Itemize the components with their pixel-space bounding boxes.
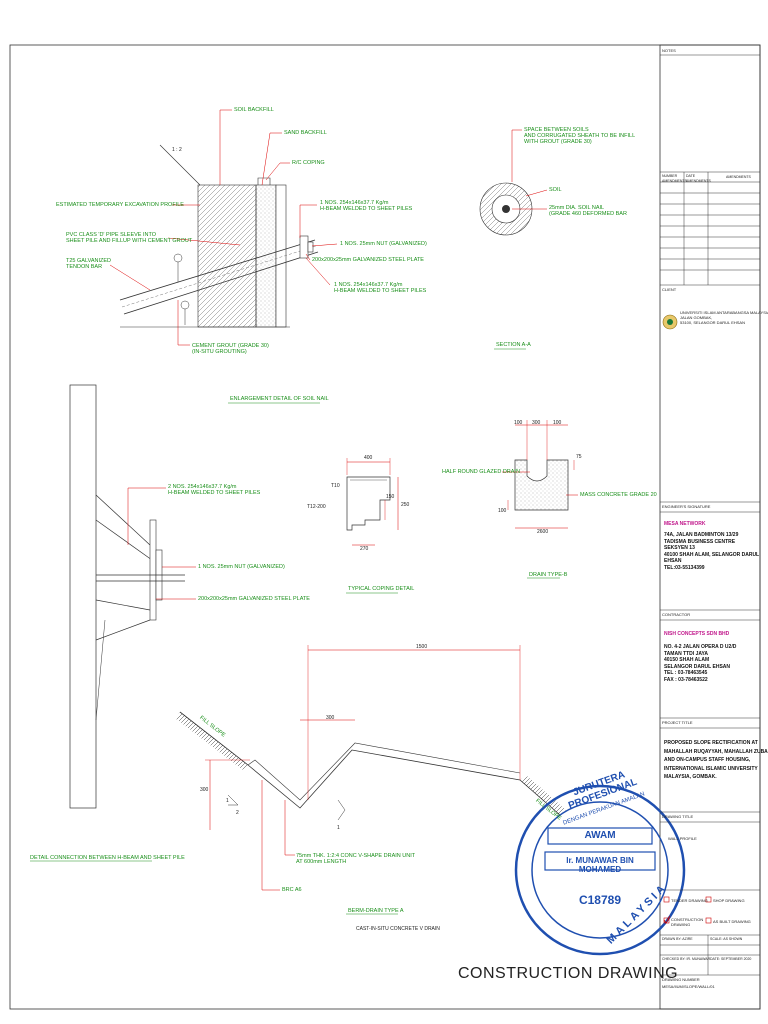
dim-drain-100b: 100: [553, 420, 562, 426]
title-enlargement: ENLARGEMENT DETAIL OF SOIL NAIL: [230, 396, 329, 402]
dim-drain-300: 300: [532, 420, 541, 426]
dim-berm-300b: 300: [200, 787, 209, 793]
section-a-a: [479, 129, 548, 350]
dim-coping-bottom: 270: [360, 546, 369, 552]
tb-check-asbuilt: AS BUILT DRAWING: [713, 919, 751, 924]
tb-rev-header-amend: AMENDMENTS: [726, 175, 751, 179]
tb-contractor-firm: NISH CONCEPTS SDN BHD: [664, 631, 730, 637]
label-soil-backfill: SOIL BACKFILL: [234, 107, 274, 113]
title-detail-connection: DETAIL CONNECTION BETWEEN H-BEAM AND SHE…: [30, 855, 185, 861]
label-rc-coping: R/C COPING: [292, 160, 325, 166]
dim-ratio-1a: 1: [226, 798, 229, 804]
tb-engineer-addr: 74A, JALAN BADMINTON 13/29 TADISMA BUSIN…: [664, 532, 760, 571]
tb-contractor-addr: NO. 4-2 JALAN OPERA D U2/D TAMAN TTDI JA…: [664, 644, 737, 683]
berm-drain: [175, 645, 566, 915]
title-berm-drain: BERM-DRAIN TYPE A: [348, 908, 404, 914]
tb-checked-by: CHECKED BY: IR. MUNAWAR: [662, 957, 711, 961]
title-drain-type-b: DRAIN TYPE-B: [529, 572, 568, 578]
dim-berm-1500: 1500: [416, 644, 428, 650]
soil-nail-enlargement: [109, 109, 338, 404]
label-space-between: SPACE BETWEEN SOILS AND CORRUGATED SHEAT…: [524, 127, 636, 145]
detail-connection: [30, 384, 196, 862]
tb-rev-header-date: DATE AMENDMENTS: [686, 174, 711, 183]
tb-check-tender: TENDER DRAWING: [671, 898, 708, 903]
dim-coping-top: 400: [364, 455, 373, 461]
label-sand-backfill: SAND BACKFILL: [284, 130, 327, 136]
dim-coping-side: 250: [401, 502, 410, 508]
tb-project-label: PROJECT TITLE: [662, 720, 693, 725]
tb-drawing-title-label: DRAWING TITLE: [662, 814, 694, 819]
tb-client-text: UNIVERSITI ISLAM ANTARABANGSA MALAYSIA J…: [680, 310, 768, 325]
label-nut-2: 1 NOS. 25mm NUT (GALVANIZED): [198, 564, 285, 570]
university-logo: [662, 314, 678, 330]
stamp-number: C18789: [578, 893, 622, 907]
label-grout: CEMENT GROUT (GRADE 30) (IN-SITU GROUTIN…: [192, 343, 269, 355]
tb-engineer-label: ENGINEER'S SIGNATURE: [662, 504, 711, 509]
label-brc: BRC A6: [282, 887, 302, 893]
construction-drawing-title: CONSTRUCTION DRAWING: [458, 965, 679, 982]
label-ibeam-1: 1 NOS. 254x146x37.7 Kg/m H-BEAM WELDED T…: [320, 200, 413, 212]
title-typical-coping: TYPICAL COPING DETAIL: [348, 586, 415, 592]
dim-berm-300a: 300: [326, 715, 335, 721]
tb-engineer-firm: MESA NETWORK: [664, 521, 706, 527]
tb-check-construction: CONSTRUCTION DRAWING: [671, 917, 704, 927]
tb-drawing-number-label: DRAWING NUMBER: [662, 977, 700, 982]
tb-client-label: CLIENT: [662, 287, 677, 292]
tb-rev-header-number: NUMBER AMENDMENTS: [662, 174, 687, 183]
dim-ratio-1b: 1: [337, 825, 340, 831]
dim-drain-100c: 100: [498, 508, 507, 514]
label-ibeam-3: 2 NOS. 254x146x37.7 Kg/m H-BEAM WELDED T…: [168, 484, 261, 496]
tb-notes-label: NOTES: [662, 48, 676, 53]
drain-type-b: [502, 420, 578, 579]
label-excavation: ESTIMATED TEMPORARY EXCAVATION PROFILE: [56, 202, 184, 208]
tb-date: DATE: SEPTEMBER 2020: [710, 957, 752, 961]
label-half-round: HALF ROUND GLAZED DRAIN: [442, 469, 520, 475]
tb-drawing-number: MESA/IIUM/SLOPE/WALL/01: [662, 984, 715, 989]
engineer-stamp: [514, 784, 686, 956]
dim-drain-100a: 100: [514, 420, 523, 426]
label-v-drain-unit: 75mm THK. 1:2:4 CONC V-SHAPE DRAIN UNIT …: [296, 853, 416, 865]
title-block-grid: [660, 54, 760, 976]
label-ibeam-2: 1 NOS. 254x146x37.7 Kg/m H-BEAM WELDED T…: [334, 282, 427, 294]
dim-ratio-2: 2: [236, 810, 239, 816]
stamp-discipline: AWAM: [584, 830, 616, 841]
tb-contractor-label: CONTRACTOR: [662, 612, 691, 617]
label-tendon: T25 GALVANIZED TENDON BAR: [66, 258, 112, 270]
tb-drawn-by: DRAWN BY: AZIRE: [662, 937, 693, 941]
tb-drawing-title: WALL PROFILE: [668, 836, 697, 841]
dim-drain-bottom: 2600: [537, 529, 549, 535]
label-soil: SOIL: [549, 187, 562, 193]
dim-drain-75: 75: [576, 454, 582, 460]
tb-scale: SCALE: AS SHOWN: [710, 937, 743, 941]
dim-coping-left-b: T12-200: [307, 504, 326, 510]
label-nut-1: 1 NOS. 25mm NUT (GALVANIZED): [340, 241, 427, 247]
tb-check-shop: SHOP DRAWING: [713, 898, 745, 903]
subtitle-berm-drain: CAST-IN-SITU CONCRETE V DRAIN: [356, 926, 440, 932]
title-section-aa: SECTION A-A: [496, 342, 531, 348]
scale-note: 1 : 2: [172, 147, 182, 153]
label-plate-2: 200x200x25mm GALVANIZED STEEL PLATE: [198, 596, 310, 602]
label-plate-1: 200x200x25mm GALVANIZED STEEL PLATE: [312, 257, 424, 263]
label-mass-concrete: MASS CONCRETE GRADE 20: [580, 492, 657, 498]
label-pvc-sleeve: PVC CLASS 'D' PIPE SLEEVE INTO SHEET PIL…: [66, 232, 193, 244]
stamp-name: Ir. MUNAWAR BIN MOHAMED: [566, 856, 634, 874]
label-soil-nail: 25mm DIA. SOIL NAIL (GRADE 460 DEFORMED …: [549, 205, 627, 217]
dim-coping-left-a: T10: [331, 483, 340, 489]
typical-coping: [346, 458, 399, 594]
tb-project-title: PROPOSED SLOPE RECTIFICATION AT MAHALLAH…: [664, 740, 768, 780]
dim-coping-mid: 150: [386, 494, 395, 500]
